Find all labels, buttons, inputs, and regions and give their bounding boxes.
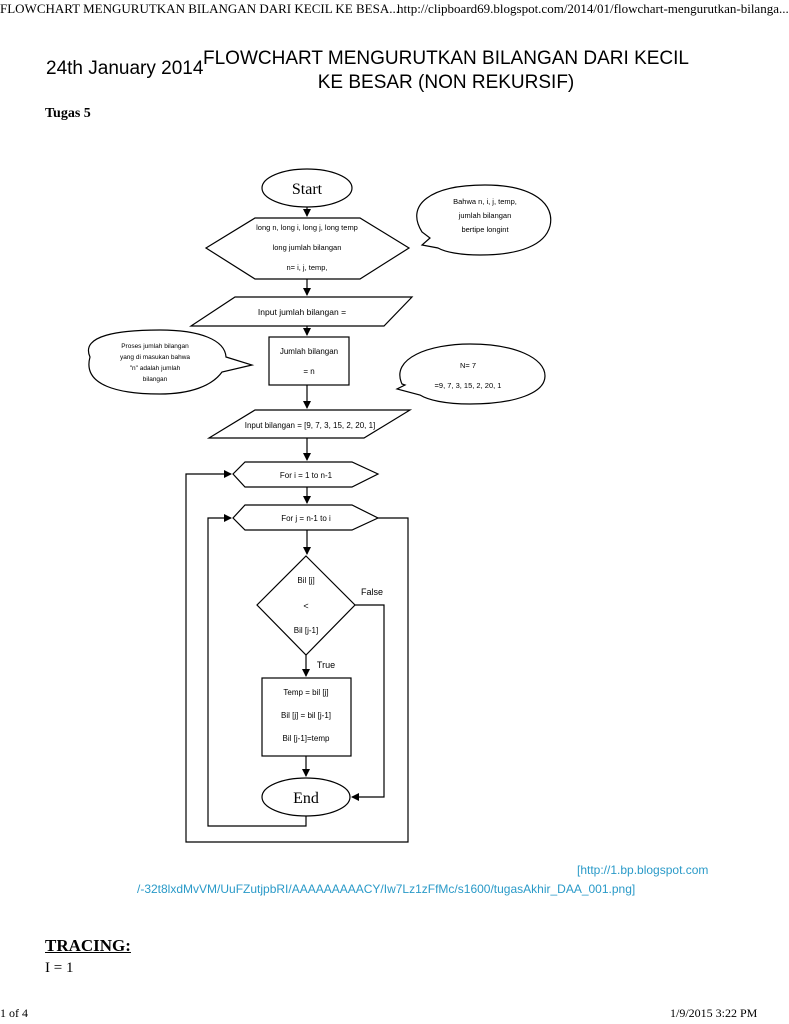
- callout-process: [87, 329, 255, 395]
- decl-line2: long jumlah bilangan: [273, 243, 342, 252]
- declaration-hexagon: [204, 217, 411, 280]
- image-link-line1[interactable]: [http://1.bp.blogspot.com: [577, 863, 709, 877]
- callout-process-line3: "n" adalah jumlah: [130, 365, 181, 372]
- false-label: False: [361, 587, 383, 597]
- callout-types-line1: Bahwa n, i, j, temp,: [453, 197, 517, 206]
- print-header-title: FLOWCHART MENGURUTKAN BILANGAN DARI KECI…: [0, 1, 399, 16]
- callout-n-line1: N= 7: [460, 361, 476, 370]
- tracing-line1: I = 1: [45, 960, 74, 976]
- post-title: FLOWCHART MENGURUTKAN BILANGAN DARI KECI…: [202, 47, 690, 95]
- true-label: True: [317, 660, 335, 670]
- input-values-label: Input bilangan = [9, 7, 3, 15, 2, 20, 1]: [245, 421, 376, 430]
- loop-j-hexagon: [232, 504, 380, 531]
- flowchart-connectors: [185, 207, 409, 843]
- callout-n-line2: =9, 7, 3, 15, 2, 20, 1: [435, 381, 502, 390]
- cond-line2: <: [303, 601, 308, 611]
- input-values-parallelogram: [206, 409, 413, 439]
- callout-types-line3: bertipe longint: [461, 225, 509, 234]
- process-rectangle: [268, 336, 350, 386]
- input-count-label: Input jumlah bilangan =: [258, 307, 346, 317]
- loop-i-hexagon: [232, 461, 380, 488]
- process-line1: Jumlah bilangan: [280, 347, 338, 356]
- footer-datetime: 1/9/2015 3:22 PM: [670, 1006, 758, 1020]
- cond-line1: Bil [j]: [297, 576, 314, 585]
- cond-line3: Bil [j-1]: [294, 626, 318, 635]
- callout-types: [416, 184, 552, 256]
- print-header-url: http://clipboard69.blogspot.com/2014/01/…: [397, 1, 789, 16]
- swap-line2: Bil [j] = bil [j-1]: [281, 711, 331, 720]
- loop-j-label: For j = n-1 to i: [281, 514, 331, 523]
- process-line2: = n: [303, 367, 314, 376]
- end-label: End: [293, 790, 319, 807]
- swap-line3: Bil [j-1]=temp: [283, 734, 330, 743]
- image-link-line2[interactable]: /-32t8lxdMvVM/UuFZutjpbRI/AAAAAAAAACY/Iw…: [137, 882, 636, 896]
- callout-n: [395, 343, 546, 405]
- post-title-line2: KE BESAR (NON REKURSIF): [317, 72, 575, 93]
- input-count-parallelogram: [188, 296, 414, 327]
- post-subtitle: Tugas 5: [45, 106, 91, 121]
- post-date: 24th January 2014: [46, 58, 204, 79]
- decl-line3: n= i, j, temp,: [286, 263, 327, 272]
- swap-line1: Temp = bil [j]: [283, 688, 328, 697]
- tracing-heading: TRACING:: [45, 936, 131, 955]
- flowchart-diagram: Start long n, long i, long j, long temp …: [87, 168, 552, 843]
- callout-types-line2: jumlah bilangan: [458, 211, 512, 220]
- post-title-line1: FLOWCHART MENGURUTKAN BILANGAN DARI KECI…: [203, 48, 689, 69]
- callout-process-line4: bilangan: [143, 376, 168, 383]
- footer-page-number: 1 of 4: [0, 1006, 28, 1020]
- loop-i-label: For i = 1 to n-1: [280, 471, 333, 480]
- start-label: Start: [292, 181, 323, 198]
- callout-process-line2: yang di masukan bahwa: [120, 354, 190, 361]
- callout-process-line1: Proses jumlah bilangan: [121, 343, 189, 350]
- decl-line1: long n, long i, long j, long temp: [256, 223, 358, 232]
